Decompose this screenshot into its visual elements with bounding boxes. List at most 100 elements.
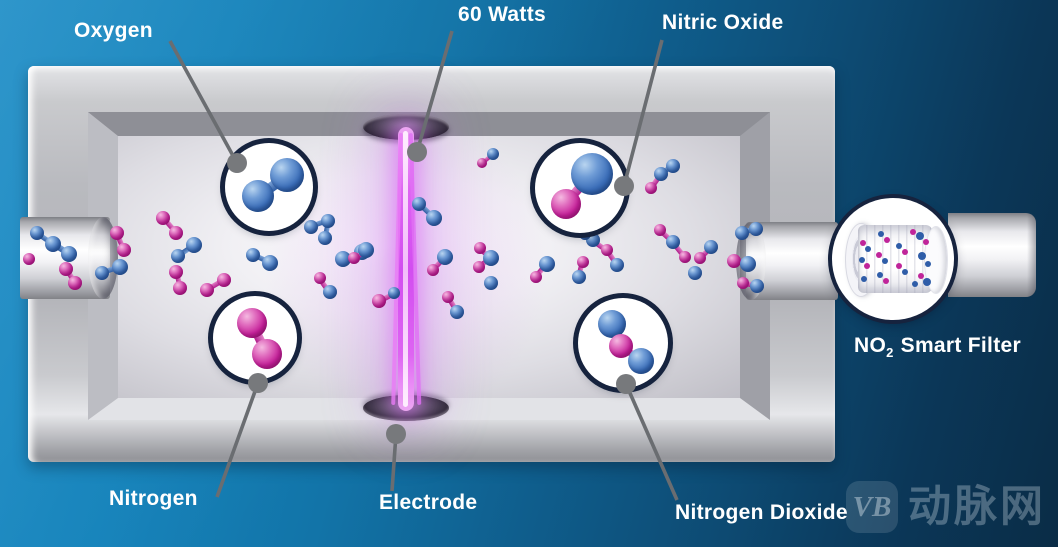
atom-blue — [539, 256, 555, 272]
atom-pink — [737, 277, 749, 289]
nitric-oxide-leader — [622, 39, 664, 187]
oxygen-leader-dot — [227, 153, 247, 173]
atom-blue — [112, 259, 128, 275]
atom-blue — [426, 210, 442, 226]
atom-pink — [372, 294, 386, 308]
filter-dot-blue — [882, 258, 888, 264]
atom-blue — [750, 279, 764, 293]
atom-pink — [169, 265, 183, 279]
nitric-oxide-leader-dot — [614, 176, 634, 196]
atom-blue — [358, 242, 374, 258]
filter-dot-pink — [864, 263, 870, 269]
atom-pink — [68, 276, 82, 290]
filter-dot-blue — [877, 272, 883, 278]
watermark-text: 动脉网 — [908, 483, 1046, 531]
filter-dot-blue — [916, 232, 924, 240]
nitrogen-leader — [215, 382, 260, 498]
atom-pink — [156, 211, 170, 225]
filter-dot-blue — [861, 276, 867, 282]
atom-pink — [348, 252, 360, 264]
atom-pink — [727, 254, 741, 268]
atom-blue — [704, 240, 718, 254]
outlet-pipe-external — [948, 213, 1036, 297]
label-60-watts: 60 Watts — [458, 3, 546, 26]
nitrogen-dioxide-leader — [624, 383, 679, 501]
label-no2-prefix: NO — [854, 334, 887, 357]
atom-pink — [654, 224, 666, 236]
filter-dot-blue — [878, 231, 884, 237]
filter-dot-pink — [896, 263, 902, 269]
atom-blue — [262, 255, 278, 271]
atom-blue — [304, 220, 318, 234]
filter-dot-pink — [918, 273, 924, 279]
label-electrode: Electrode — [379, 491, 478, 514]
label-oxygen: Oxygen — [74, 19, 153, 42]
atom-blue — [61, 246, 77, 262]
filter-dot-blue — [912, 281, 918, 287]
filter-dot-pink — [884, 237, 890, 243]
atom-pink — [679, 251, 691, 263]
atom-pink — [252, 339, 282, 369]
atom-blue — [95, 266, 109, 280]
atom-blue — [242, 180, 274, 212]
electrode-leader-dot — [386, 424, 406, 444]
atom-pink — [23, 253, 35, 265]
atom-blue — [688, 266, 702, 280]
atom-pink — [59, 262, 73, 276]
label-nitrogen-dioxide: Nitrogen Dioxide — [675, 501, 848, 524]
filter-molecule-dots — [832, 198, 954, 320]
atom-pink — [442, 291, 454, 303]
filter-dot-blue — [865, 246, 871, 252]
filter-dot-blue — [859, 257, 865, 263]
atom-blue — [335, 251, 351, 267]
filter-dot-pink — [876, 252, 882, 258]
vb-logo: VB — [846, 481, 898, 533]
atom-blue — [666, 235, 680, 249]
atom-blue — [740, 256, 756, 272]
nitrogen-molecule-badge — [213, 296, 297, 380]
atom-blue — [571, 153, 613, 195]
filter-dot-blue — [923, 278, 931, 286]
atom-blue — [598, 310, 626, 338]
atom-pink — [694, 252, 706, 264]
atom-blue — [735, 226, 749, 240]
atom-pink — [314, 272, 326, 284]
atom-blue — [484, 276, 498, 290]
atom-blue — [572, 270, 586, 284]
atom-pink — [110, 226, 124, 240]
filter-dot-pink — [923, 239, 929, 245]
watermark: VB 动脉网 — [846, 481, 1046, 533]
filter-dot-blue — [902, 269, 908, 275]
filter-dot-pink — [902, 249, 908, 255]
label-nitrogen: Nitrogen — [109, 487, 198, 510]
atom-pink — [473, 261, 485, 273]
atom-pink — [551, 189, 581, 219]
atom-blue — [171, 249, 185, 263]
atom-blue — [450, 305, 464, 319]
nitrogen-leader-dot — [248, 373, 268, 393]
atom-pink — [645, 182, 657, 194]
atom-pink — [474, 242, 486, 254]
atom-blue — [45, 236, 61, 252]
label-nitric-oxide: Nitric Oxide — [662, 11, 784, 34]
nitric-oxide-molecule-badge — [535, 143, 625, 233]
atom-blue — [30, 226, 44, 240]
label-no2-suffix: Smart Filter — [900, 334, 1021, 357]
filter-dot-pink — [860, 240, 866, 246]
filter-dot-blue — [918, 252, 926, 260]
atom-pink — [173, 281, 187, 295]
atom-pink — [217, 273, 231, 287]
oxygen-leader — [168, 40, 239, 164]
plasma-core — [403, 131, 408, 407]
atom-pink — [577, 256, 589, 268]
atom-blue — [487, 148, 499, 160]
atom-blue — [749, 222, 763, 236]
atom-blue — [246, 248, 260, 262]
atom-pink — [601, 244, 613, 256]
atom-blue — [270, 158, 304, 192]
atom-blue — [321, 214, 335, 228]
